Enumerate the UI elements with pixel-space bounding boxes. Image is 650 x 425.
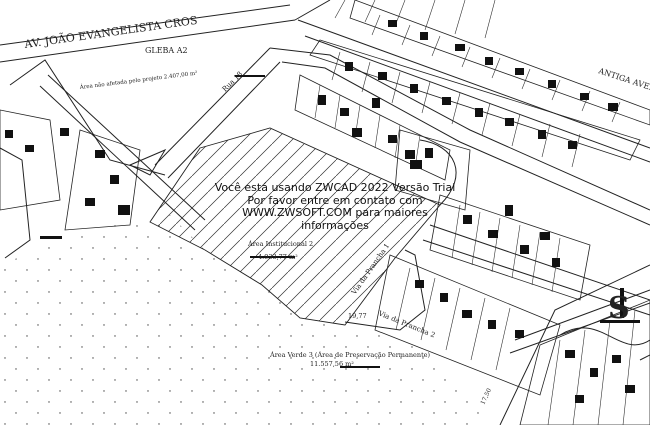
trial-line: informações — [301, 218, 369, 232]
dimension-label: 19,77 — [348, 312, 367, 320]
area-label-institutional: Área Institucional 2 — [247, 239, 313, 248]
corner-glyph: S — [608, 291, 630, 326]
trial-watermark: Você está usando ZWCAD 2022 Versão Trial… — [200, 181, 470, 232]
area-label-verde: Área Verde 3 (Área de Preservação Perman… — [269, 350, 431, 359]
dimension-label: 17,50 — [479, 387, 493, 406]
lot-divisions — [314, 0, 636, 425]
area-label-gleba-sub: Área não afetada pelo projeto 2.407,00 m… — [78, 70, 197, 91]
trial-line: WWW.ZWSOFT.COM para maiores — [242, 206, 428, 219]
area-label-gleba: GLEBA A2 — [145, 46, 188, 55]
institutional-area-hatch — [150, 128, 440, 325]
area-value-institutional: 4.933,77 m² — [258, 253, 298, 261]
trial-line: Você está usando ZWCAD 2022 Versão Trial — [214, 181, 456, 194]
trial-line: Por favor entre em contato com — [247, 193, 423, 207]
street-label-rua: Rua 18 — [221, 70, 244, 93]
street-label-via-b: Via da Prancha 2 — [376, 309, 436, 339]
building-footprints — [5, 20, 640, 403]
area-value-verde: 11.557,56 m² — [310, 360, 354, 368]
preservation-area-dotted — [0, 215, 485, 425]
